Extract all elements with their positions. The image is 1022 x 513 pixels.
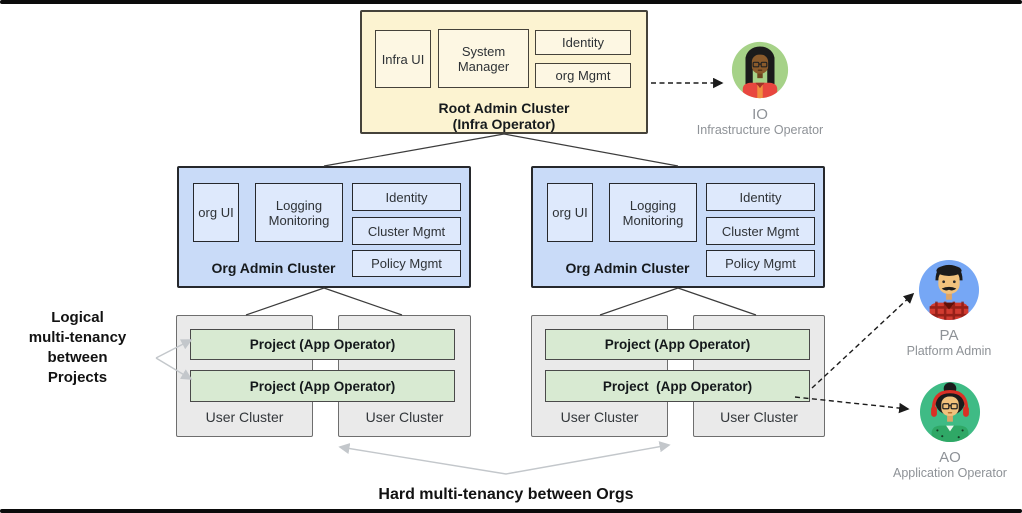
logical-label-line4: Projects: [47, 369, 108, 386]
io-avatar-icon: [731, 41, 789, 99]
pa-abbr: PA: [939, 327, 959, 344]
bottom-border-bar: [0, 509, 1022, 513]
pa-avatar-icon: [918, 259, 980, 321]
arrow-hard-multitenancy: [338, 441, 671, 475]
component-cluster-mgmt: Cluster Mgmt: [706, 217, 815, 245]
component-label: Cluster Mgmt: [721, 223, 800, 239]
org-cluster-title: Org Admin Cluster: [211, 260, 336, 276]
component-identity: Identity: [706, 183, 815, 211]
user-cluster-label: User Cluster: [205, 409, 284, 425]
component-org-ui: org UI: [547, 183, 593, 242]
component-identity: Identity: [352, 183, 461, 211]
component-label: Identity: [562, 35, 604, 50]
root-cluster-title-line1: Root Admin Cluster: [438, 100, 570, 116]
project-label: Project (App Operator): [249, 378, 396, 394]
pa-persona-labels: PA Platform Admin: [849, 327, 1022, 359]
hard-multitenancy-label: Hard multi-tenancy between Orgs: [378, 486, 634, 503]
root-cluster-title: Root Admin Cluster (Infra Operator): [362, 100, 646, 132]
component-org-ui: org UI: [193, 183, 239, 242]
project-bar: Project (App Operator): [190, 329, 455, 360]
pa-role: Platform Admin: [906, 344, 992, 358]
io-role: Infrastructure Operator: [696, 123, 824, 137]
logical-multitenancy-label: Logical multi-tenancy between Projects: [5, 308, 150, 388]
project-label: Project (App Operator): [604, 337, 751, 352]
component-label: Cluster Mgmt: [367, 223, 446, 239]
root-cluster-title-line2: (Infra Operator): [452, 116, 556, 132]
project-bar: Project (App Operator): [545, 329, 810, 360]
component-policy-mgmt: Policy Mgmt: [706, 250, 815, 277]
component-identity: Identity: [535, 30, 631, 55]
logical-label-line1: Logical: [51, 309, 104, 326]
component-label: Identity: [385, 189, 428, 205]
project-bar: Project (App Operator): [545, 370, 810, 402]
io-person-illustration: [742, 46, 778, 99]
ao-persona-labels: AO Application Operator: [850, 449, 1022, 481]
component-label: org UI: [552, 205, 588, 220]
component-label: org Mgmt: [555, 68, 611, 83]
component-label: Policy Mgmt: [725, 256, 796, 271]
ao-person-illustration: [931, 382, 969, 443]
component-system-manager: System Manager: [438, 29, 529, 88]
logical-label-line2: multi-tenancy: [28, 329, 127, 346]
org-cluster-title: Org Admin Cluster: [565, 260, 690, 276]
component-policy-mgmt: Policy Mgmt: [352, 250, 461, 277]
component-cluster-mgmt: Cluster Mgmt: [352, 217, 461, 245]
component-label: Infra UI: [381, 51, 425, 67]
component-label: Logging Monitoring: [268, 197, 330, 228]
component-label: Logging Monitoring: [622, 197, 684, 228]
org-admin-cluster-right: org UI Logging Monitoring Identity Clust…: [531, 166, 825, 288]
component-label: org UI: [198, 205, 234, 220]
io-abbr: IO: [752, 106, 768, 123]
top-border-bar: [0, 0, 1022, 4]
user-cluster-label: User Cluster: [720, 409, 798, 425]
component-logging-monitoring: Logging Monitoring: [609, 183, 697, 242]
logical-label-line3: between: [47, 349, 108, 366]
component-label: Identity: [739, 189, 782, 205]
root-admin-cluster: Infra UI System Manager Identity org Mgm…: [360, 10, 648, 134]
org-admin-cluster-left: org UI Logging Monitoring Identity Clust…: [177, 166, 471, 288]
ao-abbr: AO: [939, 449, 961, 466]
component-label: System Manager: [457, 43, 510, 74]
ao-role: Application Operator: [893, 466, 1007, 480]
project-label: Project (App Operator): [249, 337, 396, 352]
io-persona-labels: IO Infrastructure Operator: [660, 106, 860, 138]
component-infra-ui: Infra UI: [375, 30, 431, 88]
user-cluster-label: User Cluster: [560, 409, 639, 425]
component-label: Policy Mgmt: [371, 256, 442, 271]
project-bar: Project (App Operator): [190, 370, 455, 402]
ao-avatar-icon: [919, 381, 981, 443]
user-cluster-label: User Cluster: [365, 409, 444, 425]
component-logging-monitoring: Logging Monitoring: [255, 183, 343, 242]
project-label: Project (App Operator): [602, 378, 753, 394]
pa-person-illustration: [929, 264, 969, 321]
component-org-mgmt: org Mgmt: [535, 63, 631, 88]
